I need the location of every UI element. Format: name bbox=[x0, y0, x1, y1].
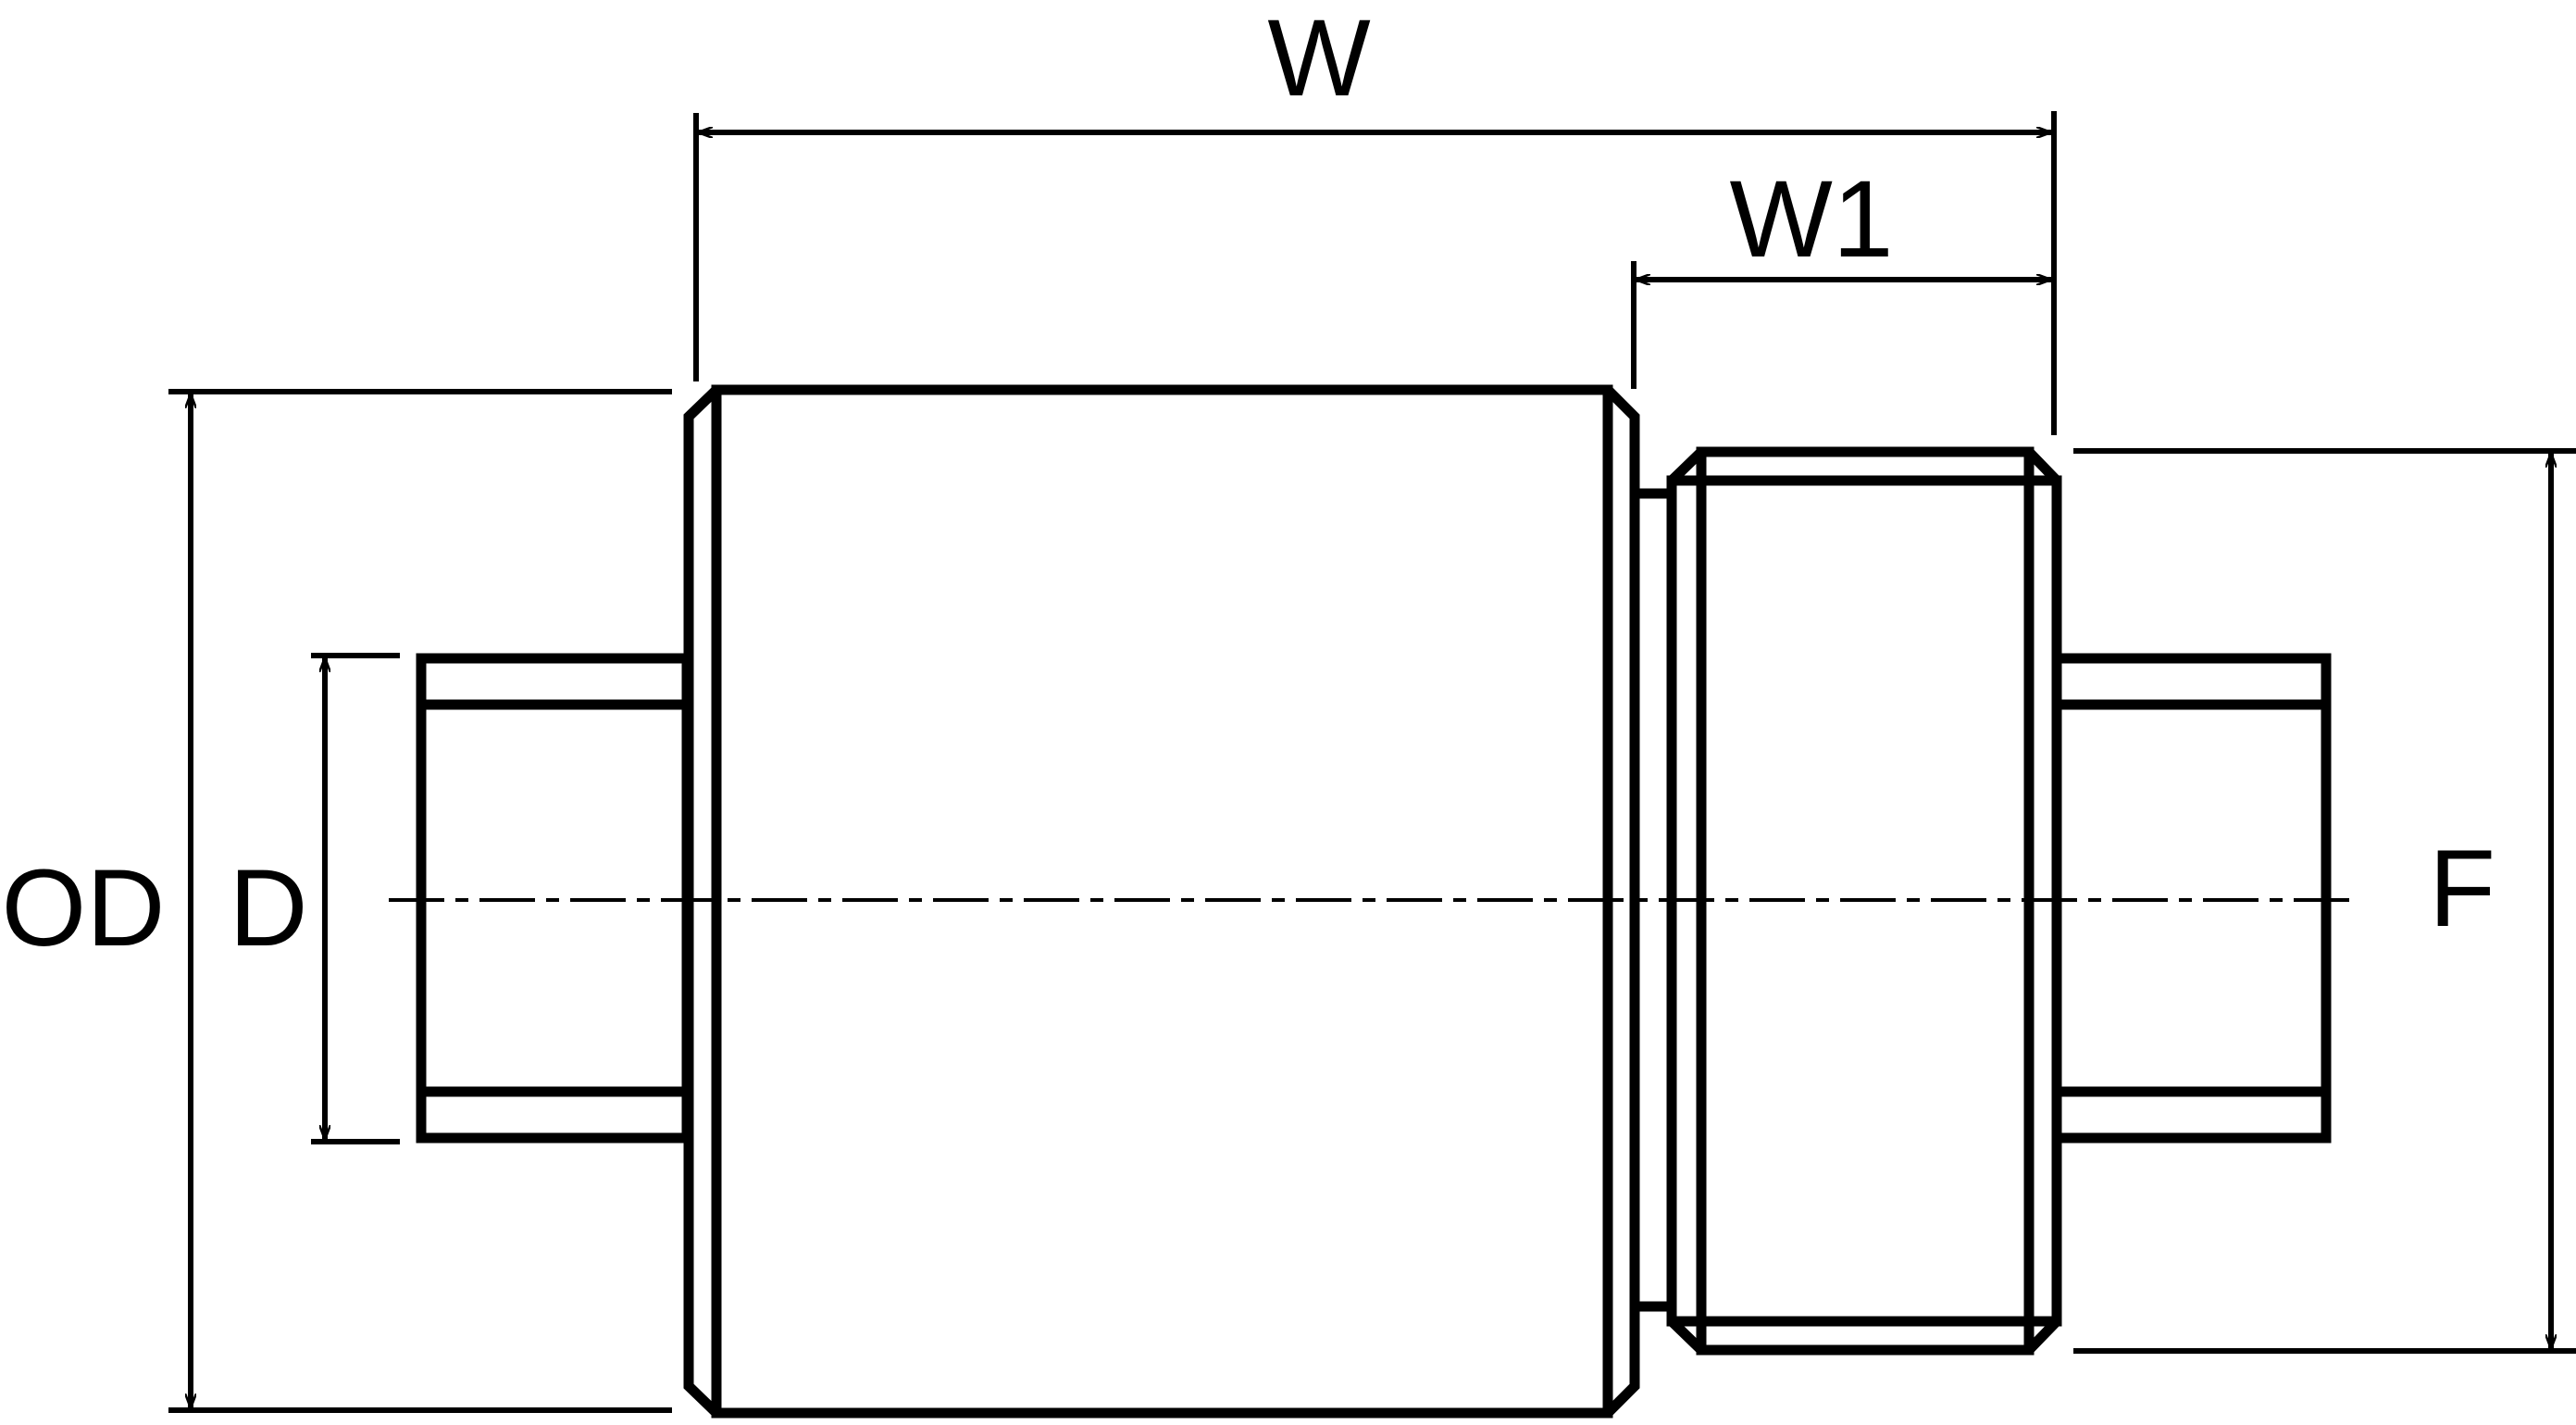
extension-lines bbox=[168, 111, 2576, 1413]
dimension-lines bbox=[191, 132, 2551, 1410]
od-label: OD bbox=[2, 847, 166, 969]
neck bbox=[1629, 488, 1677, 1312]
d-label: D bbox=[229, 847, 307, 969]
w-label: W bbox=[1267, 0, 1370, 119]
f-label: F bbox=[2429, 828, 2495, 950]
w1-label: W1 bbox=[1730, 158, 1894, 281]
